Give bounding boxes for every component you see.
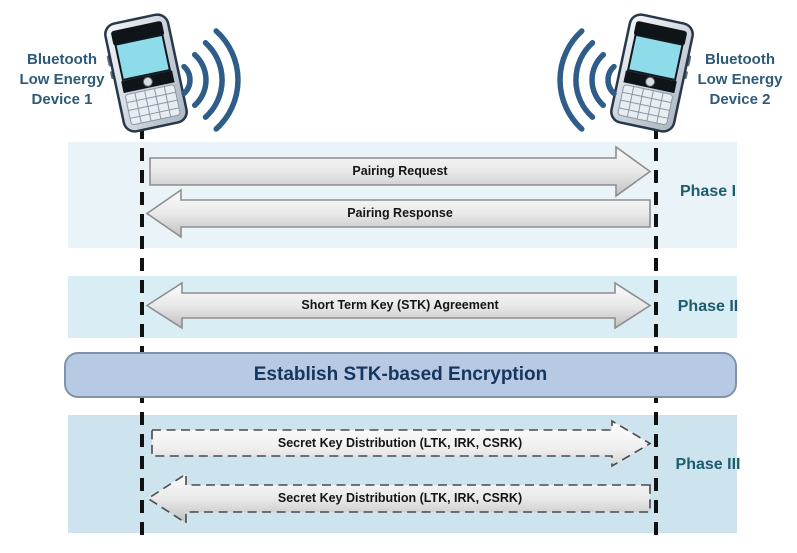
signal-waves-left-icon — [184, 31, 238, 129]
stk-agreement-label: Short Term Key (STK) Agreement — [150, 298, 650, 312]
device-2-label: Bluetooth Low Energy Device 2 — [684, 50, 796, 110]
signal-waves-right-icon — [560, 31, 614, 129]
pairing-request-label: Pairing Request — [150, 164, 650, 178]
secret-key-dist-left-label: Secret Key Distribution (LTK, IRK, CSRK) — [150, 491, 650, 505]
phase-1-label: Phase I — [660, 183, 756, 201]
pairing-response-label: Pairing Response — [150, 206, 650, 220]
secret-key-dist-right-label: Secret Key Distribution (LTK, IRK, CSRK) — [150, 436, 650, 450]
phase-2-label: Phase II — [660, 298, 756, 316]
encryption-box: Establish STK-based Encryption — [64, 352, 737, 398]
device-1-label: Bluetooth Low Energy Device 1 — [6, 50, 118, 110]
encryption-box-label: Establish STK-based Encryption — [254, 364, 548, 386]
phase-3-label: Phase III — [660, 456, 756, 474]
